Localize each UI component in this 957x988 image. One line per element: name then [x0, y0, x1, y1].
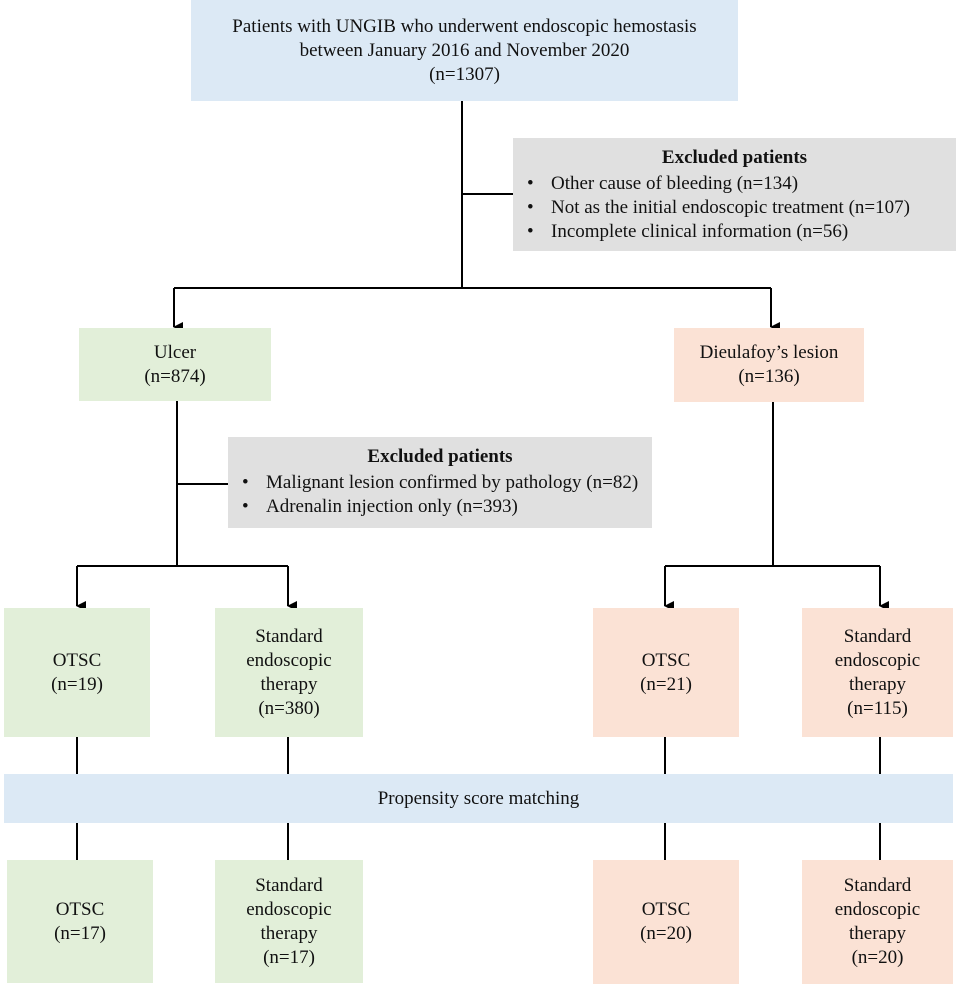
m-ulcer-std-line1: Standard: [255, 874, 323, 896]
box-ulcer-otsc: OTSC (n=19): [4, 608, 150, 737]
total-line2: between January 2016 and November 2020: [299, 39, 630, 61]
box-total-patients: Patients with UNGIB who underwent endosc…: [191, 0, 738, 101]
box-ulcer: Ulcer (n=874): [79, 328, 271, 401]
dl-std-count: (n=115): [847, 697, 908, 719]
m-dl-std-line3: therapy: [849, 923, 906, 944]
m-ulcer-otsc-label: OTSC: [55, 898, 105, 920]
excluded-1-title: Excluded patients: [661, 147, 808, 168]
ulcer-count: (n=874): [144, 365, 206, 387]
m-dl-otsc-count: (n=20): [640, 923, 692, 944]
excluded-2-item: Adrenalin injection only (n=393): [240, 495, 640, 519]
box-dl-otsc: OTSC (n=21): [593, 608, 739, 737]
ulcer-std-line3: therapy: [260, 673, 318, 695]
dl-std-line2: endoscopic: [834, 649, 921, 671]
ulcer-otsc-count: (n=19): [51, 673, 103, 695]
m-dl-std-line2: endoscopic: [834, 899, 921, 920]
total-line1: Patients with UNGIB who underwent endosc…: [232, 15, 697, 37]
excluded-1-item: Not as the initial endoscopic treatment …: [525, 196, 944, 220]
box-dieulafoy: Dieulafoy’s lesion (n=136): [674, 328, 864, 402]
m-dl-std-line1: Standard: [843, 875, 912, 896]
box-propensity-score-matching: Propensity score matching: [4, 774, 953, 823]
m-dl-std-count: (n=20): [851, 947, 904, 968]
box-matched-dl-standard: Standard endoscopic therapy (n=20): [802, 860, 953, 984]
dieulafoy-count: (n=136): [738, 366, 800, 387]
m-ulcer-std-line3: therapy: [260, 922, 318, 944]
ulcer-std-line2: endoscopic: [246, 649, 332, 671]
excluded-1-item: Incomplete clinical information (n=56): [525, 220, 944, 244]
dl-otsc-label: OTSC: [641, 649, 691, 671]
m-ulcer-std-count: (n=17): [263, 946, 315, 968]
excluded-2-title: Excluded patients: [367, 446, 513, 467]
m-ulcer-otsc-count: (n=17): [54, 922, 106, 944]
dl-std-line3: therapy: [849, 673, 906, 695]
excluded-2-item: Malignant lesion confirmed by pathology …: [240, 471, 640, 495]
box-excluded-2: Excluded patients Malignant lesion confi…: [228, 437, 652, 528]
ulcer-std-count: (n=380): [258, 697, 320, 719]
excluded-1-item: Other cause of bleeding (n=134): [525, 172, 944, 196]
excluded-1-list: Other cause of bleeding (n=134) Not as t…: [525, 172, 944, 244]
box-ulcer-standard: Standard endoscopic therapy (n=380): [215, 608, 363, 737]
box-dl-standard: Standard endoscopic therapy (n=115): [802, 608, 953, 737]
excluded-2-list: Malignant lesion confirmed by pathology …: [240, 471, 640, 519]
box-excluded-1: Excluded patients Other cause of bleedin…: [513, 138, 956, 251]
m-ulcer-std-line2: endoscopic: [246, 898, 332, 920]
m-dl-otsc-label: OTSC: [641, 899, 691, 920]
box-matched-ulcer-standard: Standard endoscopic therapy (n=17): [215, 860, 363, 983]
box-matched-dl-otsc: OTSC (n=20): [593, 860, 739, 984]
dl-std-line1: Standard: [843, 625, 912, 647]
total-count: (n=1307): [429, 63, 500, 85]
box-matched-ulcer-otsc: OTSC (n=17): [7, 860, 153, 983]
ulcer-otsc-label: OTSC: [52, 649, 102, 671]
dieulafoy-label: Dieulafoy’s lesion: [699, 342, 839, 363]
psm-label: Propensity score matching: [377, 787, 580, 809]
ulcer-label: Ulcer: [153, 341, 197, 363]
ulcer-std-line1: Standard: [255, 625, 323, 647]
dl-otsc-count: (n=21): [640, 673, 692, 695]
